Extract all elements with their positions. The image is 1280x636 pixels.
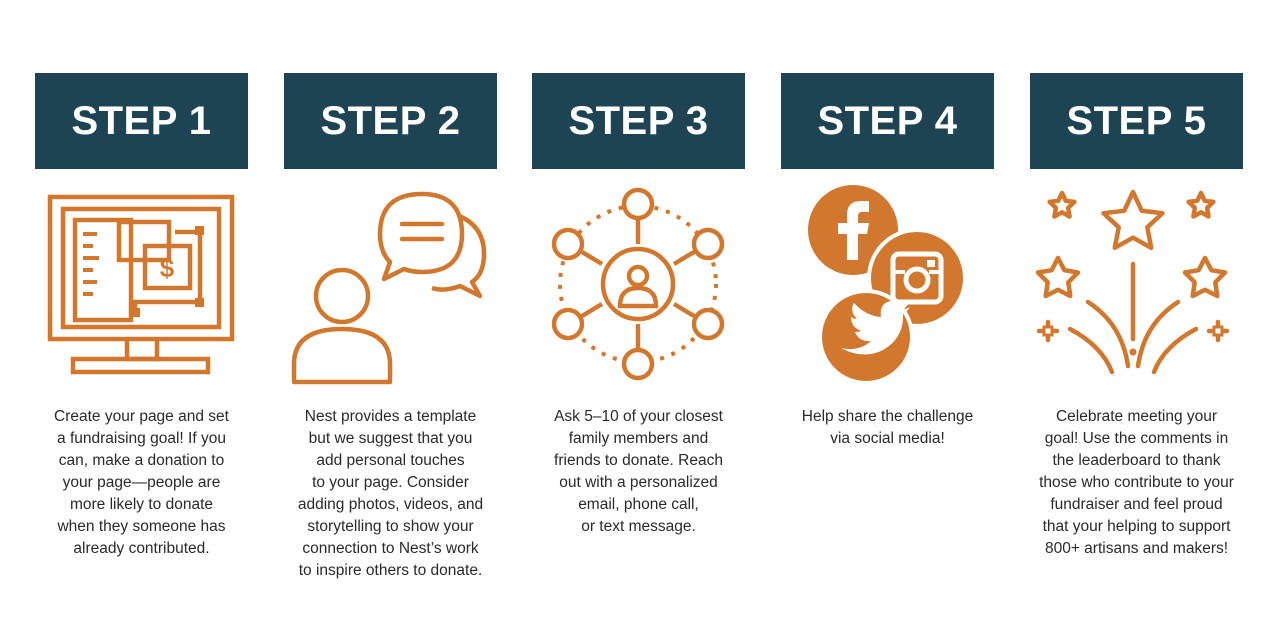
step-description: Help share the challenge via social medi… (801, 408, 974, 447)
celebration-stars-icon (1030, 184, 1243, 384)
step-2: STEP 2 Nest provides a template but we s… (284, 73, 497, 579)
person-chat-icon (284, 184, 497, 385)
step-4: STEP 4 Help share the challenge via soci… (781, 73, 994, 447)
twitter-icon (818, 289, 914, 385)
network-people-icon (532, 184, 745, 384)
step-description: Celebrate meeting your goal! Use the com… (1039, 408, 1234, 557)
monitor-dollar-icon: $ (35, 184, 248, 384)
step-5: STEP 5 Celebrate (1030, 73, 1243, 557)
step-header: STEP 5 (1030, 73, 1243, 169)
step-1: STEP 1 (35, 73, 248, 557)
social-media-icons (781, 184, 994, 385)
step-3: STEP 3 Ask 5–10 of (532, 73, 745, 535)
step-description: Nest provides a template but we suggest … (297, 408, 484, 579)
step-header: STEP 3 (532, 73, 745, 169)
step-header: STEP 4 (781, 73, 994, 169)
step-description: Create your page and set a fundraising g… (54, 408, 229, 557)
step-header: STEP 1 (35, 73, 248, 169)
step-description: Ask 5–10 of your closest family members … (554, 408, 723, 535)
svg-text:$: $ (160, 253, 175, 283)
step-header: STEP 2 (284, 73, 497, 169)
